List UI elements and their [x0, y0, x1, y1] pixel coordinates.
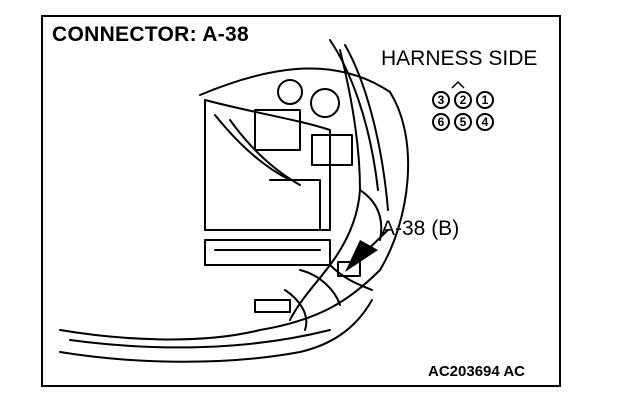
harness-side-label: HARNESS SIDE [381, 47, 538, 70]
connector-title: CONNECTOR: A-38 [52, 23, 250, 46]
pin-5: 5 [454, 113, 472, 131]
pin-6: 6 [432, 113, 450, 131]
engine-block [204, 99, 331, 231]
connector-a38-body [337, 261, 361, 277]
pin-1: 1 [476, 91, 494, 109]
reservoir-cap-2 [310, 88, 340, 118]
harness-wire [289, 49, 361, 321]
fender-outline [59, 67, 410, 341]
pin-2: 2 [454, 91, 472, 109]
hood-edge [329, 39, 379, 191]
connector-callout-label: A-38 (B) [381, 217, 460, 240]
bumper-lower [59, 299, 373, 363]
connector-pin-layout: 3 2 1 6 5 4 [432, 89, 496, 133]
diagram-frame [41, 15, 561, 387]
callout-arrow [345, 229, 389, 272]
reservoir-cap [277, 79, 303, 105]
bumper-edge [69, 329, 331, 349]
pin-3: 3 [432, 91, 450, 109]
relay-box [311, 134, 353, 166]
pin-4: 4 [476, 113, 494, 131]
figure-code: AC203694 AC [428, 363, 525, 380]
